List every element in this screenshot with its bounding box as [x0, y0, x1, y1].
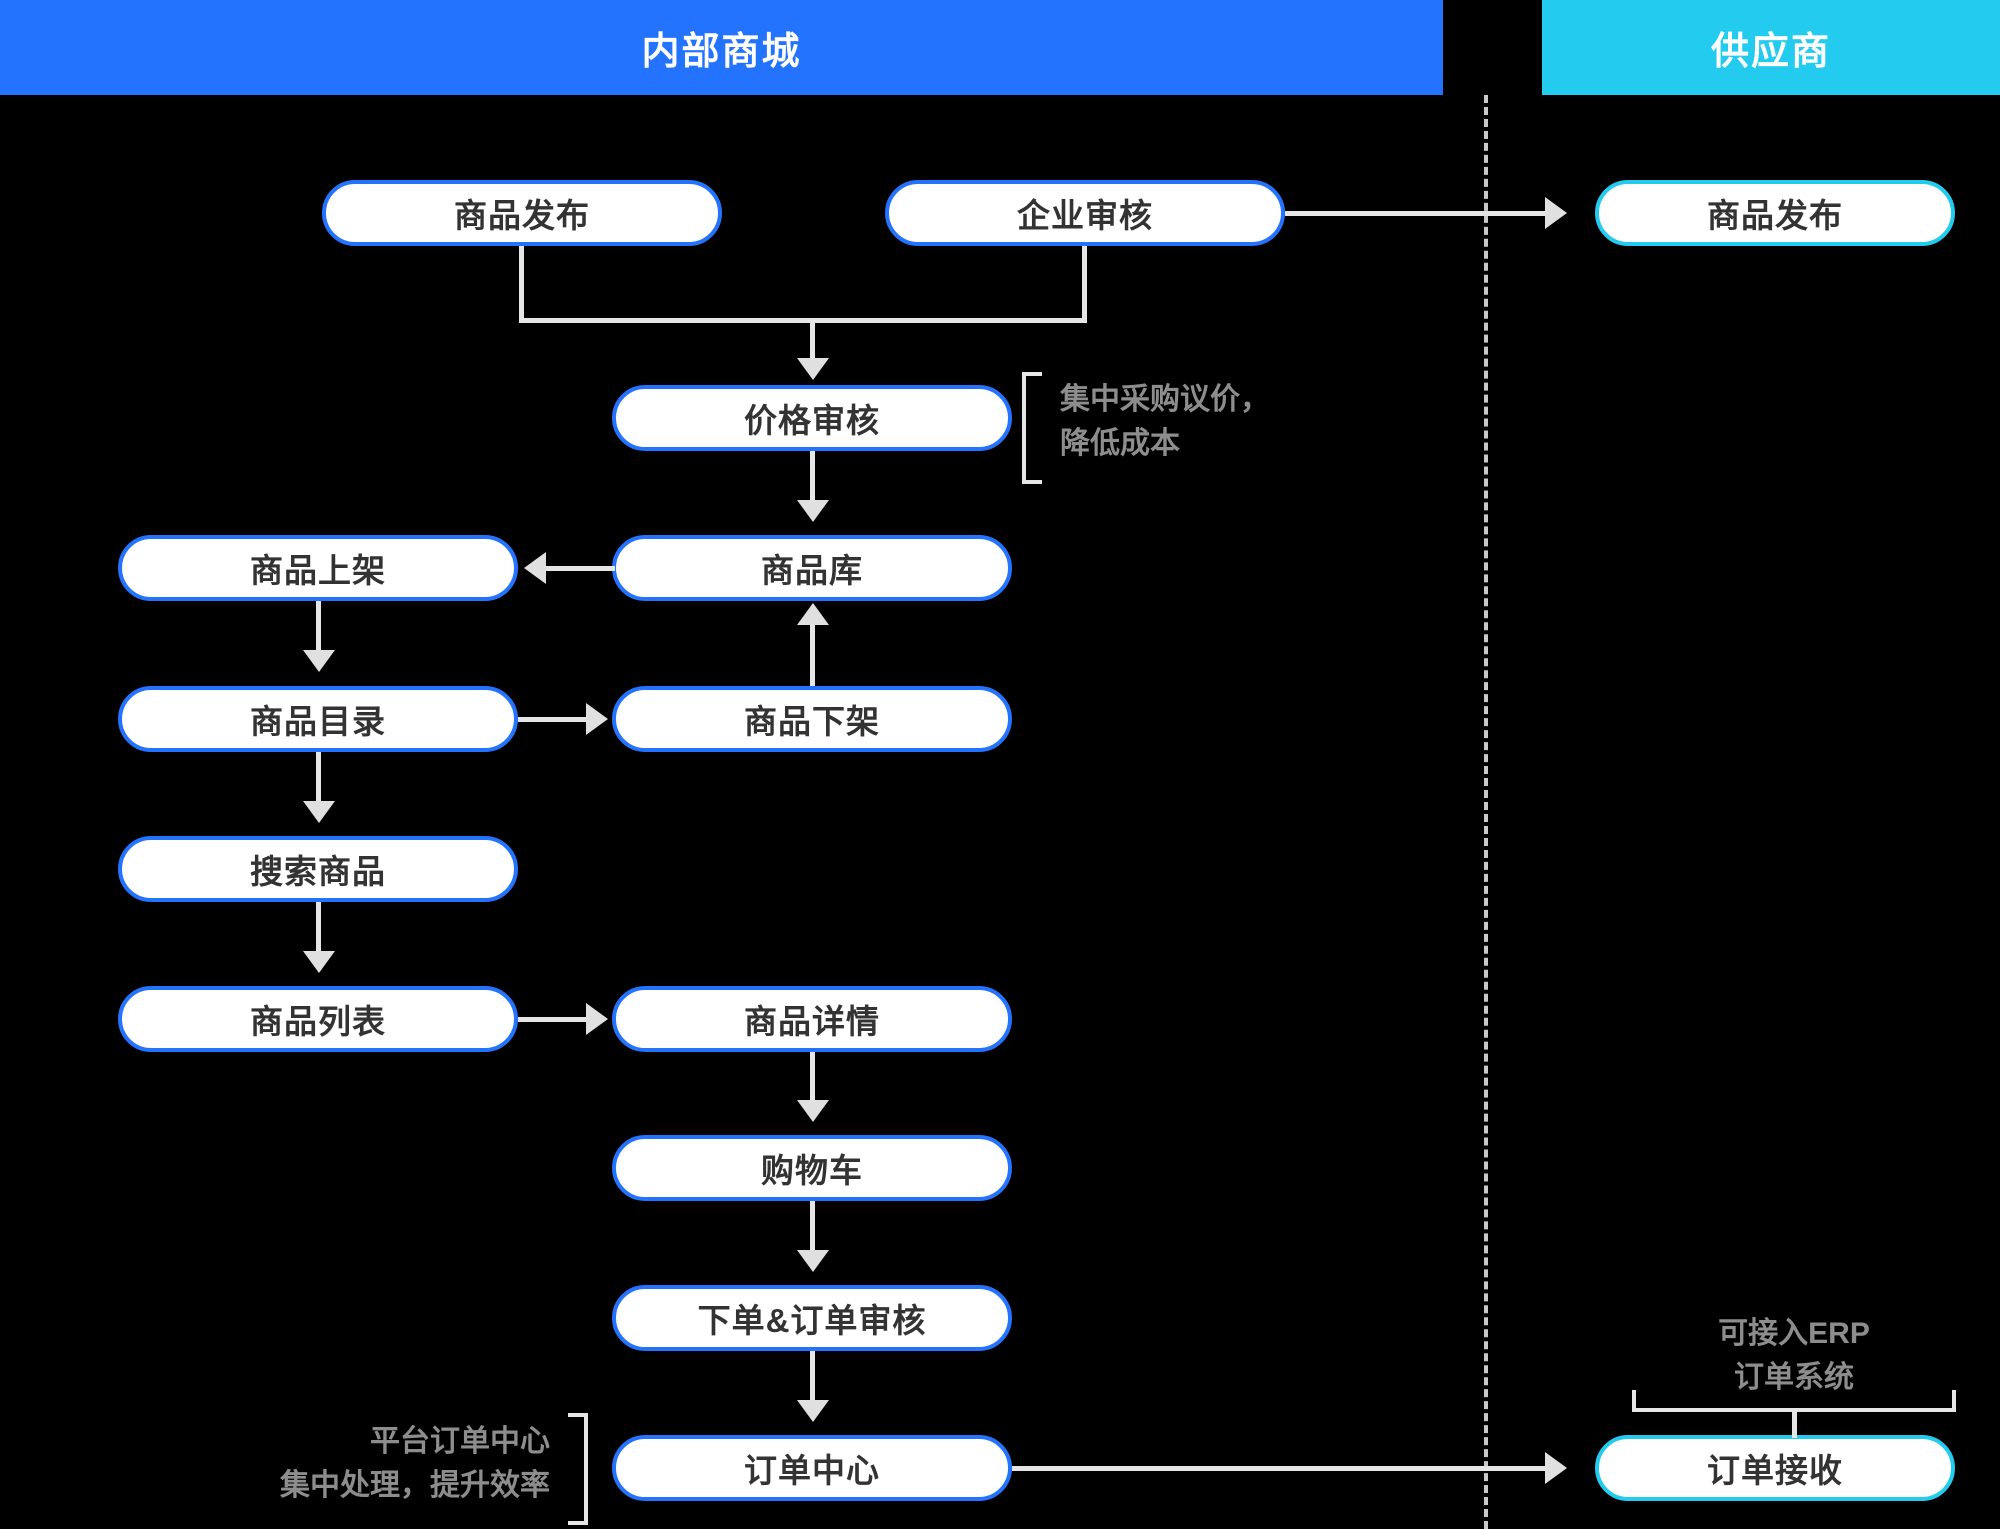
- lane-header-supplier-title: 供应商: [1710, 31, 1831, 73]
- swimlane-divider: [1484, 95, 1488, 1529]
- connector-order-review-to-order-center: [810, 1351, 815, 1403]
- connector-price-review-to-library: [810, 451, 815, 503]
- arrowhead-place-order-review: [797, 1250, 829, 1272]
- arrowhead-supplier-order-receive: [1545, 1452, 1567, 1484]
- node-price-review[interactable]: 价格审核: [612, 385, 1012, 451]
- node-product-listing[interactable]: 商品上架: [118, 535, 518, 601]
- connector-library-to-listing: [545, 566, 615, 571]
- lane-header-internal-title: 内部商城: [641, 31, 802, 73]
- node-order-center[interactable]: 订单中心: [612, 1435, 1012, 1501]
- node-product-catalog[interactable]: 商品目录: [118, 686, 518, 752]
- connector-cart-to-order-review: [810, 1201, 815, 1253]
- arrowhead-library-from-delist: [797, 603, 829, 625]
- bracket-order-center-note: [568, 1413, 588, 1525]
- arrowhead-product-detail: [586, 1003, 608, 1035]
- arrowhead-product-delist: [586, 703, 608, 735]
- connector-enterprise-review-down: [1082, 246, 1087, 321]
- connector-catalog-to-delist: [518, 717, 588, 722]
- node-enterprise-review[interactable]: 企业审核: [885, 180, 1285, 246]
- node-supplier-product-publish[interactable]: 商品发布: [1595, 180, 1955, 246]
- connector-listing-to-catalog: [316, 601, 321, 653]
- note-erp: 可接入ERP 订单系统: [1718, 1317, 1870, 1394]
- note-order-center: 平台订单中心 集中处理，提升效率: [280, 1425, 550, 1502]
- bracket-price-review-note: [1022, 372, 1042, 484]
- connector-merge-bar: [519, 318, 1087, 323]
- node-supplier-order-receive[interactable]: 订单接收: [1595, 1435, 1955, 1501]
- arrowhead-product-library: [797, 500, 829, 522]
- arrowhead-price-review: [797, 358, 829, 380]
- note-price-review: 集中采购议价， 降低成本: [1060, 383, 1270, 460]
- connector-list-to-detail: [518, 1017, 588, 1022]
- arrowhead-product-listing: [524, 552, 546, 584]
- lane-header-internal: 内部商城: [0, 0, 1443, 95]
- arrowhead-product-list: [303, 951, 335, 973]
- arrowhead-order-center: [797, 1400, 829, 1422]
- connector-delist-to-library: [810, 625, 815, 686]
- connector-erp-note-to-order-receive: [1792, 1408, 1797, 1438]
- node-product-list[interactable]: 商品列表: [118, 986, 518, 1052]
- connector-detail-to-cart: [810, 1052, 815, 1104]
- node-product-detail[interactable]: 商品详情: [612, 986, 1012, 1052]
- connector-product-publish-down: [519, 246, 524, 321]
- node-place-order-review[interactable]: 下单&订单审核: [612, 1285, 1012, 1351]
- node-search-product[interactable]: 搜索商品: [118, 836, 518, 902]
- connector-merge-to-price-review: [810, 318, 815, 363]
- node-product-library[interactable]: 商品库: [612, 535, 1012, 601]
- arrowhead-product-catalog: [303, 650, 335, 672]
- connector-catalog-to-search: [316, 752, 321, 804]
- node-shopping-cart[interactable]: 购物车: [612, 1135, 1012, 1201]
- connector-search-to-list: [316, 902, 321, 954]
- arrowhead-shopping-cart: [797, 1100, 829, 1122]
- node-product-publish[interactable]: 商品发布: [322, 180, 722, 246]
- node-product-delist[interactable]: 商品下架: [612, 686, 1012, 752]
- connector-order-center-to-supplier-receive: [1012, 1466, 1545, 1471]
- connector-enterprise-review-to-supplier-publish: [1285, 211, 1545, 216]
- arrowhead-supplier-publish: [1545, 197, 1567, 229]
- lane-header-supplier: 供应商: [1542, 0, 2000, 95]
- arrowhead-search-product: [303, 801, 335, 823]
